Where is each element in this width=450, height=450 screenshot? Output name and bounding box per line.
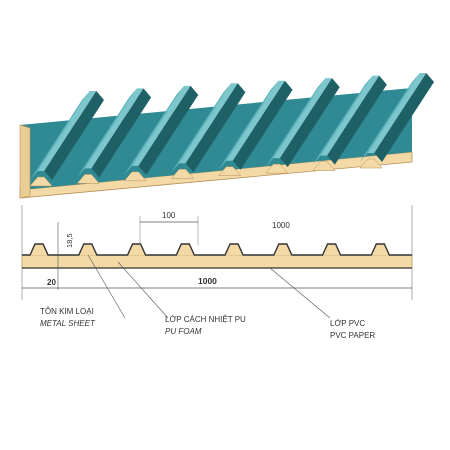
- legend-labels: TÔN KIM LOẠI METAL SHEET LỚP CÁCH NHIỆT …: [40, 307, 375, 340]
- rib-3d-right-face: [280, 78, 340, 168]
- rib-3d-left-face: [171, 83, 232, 173]
- rib-3d-foam-profile: [218, 166, 242, 176]
- rib-3d-right-face: [232, 80, 293, 170]
- leader-pvc: [269, 267, 331, 319]
- rib-3d-top-face: [320, 75, 380, 156]
- section-foam: [21, 254, 413, 269]
- rib-3d-top-face: [37, 91, 97, 171]
- panel-ribs-group: [29, 73, 434, 187]
- rib-3d-top-face: [273, 78, 333, 159]
- rib-3d-foam-profile: [312, 161, 336, 171]
- rib-3d-right-face: [374, 73, 434, 162]
- label-pvc-vi: LỚP PVC: [330, 319, 365, 328]
- rib-3d-left-face: [312, 75, 373, 165]
- section-steel-profile: [22, 243, 412, 256]
- rib-3d-top-face: [131, 85, 191, 166]
- rib-3d-foam-profile: [29, 176, 53, 187]
- rib-3d-left-face: [77, 88, 137, 178]
- dim-100-label: 100: [162, 211, 176, 220]
- leader-pu-foam: [117, 261, 169, 319]
- rib-3d-left-face: [360, 73, 420, 162]
- dim-1000-bottom-label: 1000: [198, 276, 217, 286]
- label-metal-sheet-en: METAL SHEET: [40, 319, 96, 328]
- label-pu-foam-en: PU FOAM: [165, 327, 202, 336]
- panel-3d-view: [19, 73, 434, 199]
- rib-3d-top-face: [179, 83, 238, 164]
- leader-metal-sheet: [87, 254, 126, 319]
- rib-3d-top-face: [367, 73, 427, 153]
- rib-3d-foam-profile: [359, 158, 383, 169]
- section-ribs-group: [30, 244, 390, 255]
- rib-3d-left-face: [265, 78, 326, 168]
- dim-foam-label: 20: [47, 278, 56, 287]
- label-metal-sheet-vi: TÔN KIM LOẠI: [40, 307, 94, 316]
- rib-3d-foam-profile: [76, 174, 100, 184]
- rib-3d-top-face: [84, 88, 144, 169]
- rib-3d-foam-profile: [123, 171, 147, 182]
- rib-3d-right-face: [138, 85, 199, 175]
- dim-1000-top-label: 1000: [272, 221, 290, 230]
- rib-3d-right-face: [91, 88, 152, 178]
- dim-rib-height-label: 18,5: [65, 233, 74, 248]
- label-pu-foam-vi: LỚP CÁCH NHIỆT PU: [165, 315, 246, 324]
- label-pvc-en: PVC PAPER: [330, 331, 375, 340]
- rib-3d-top-face: [226, 80, 285, 161]
- rib-3d-foam-profile: [170, 169, 194, 179]
- rib-3d-right-face: [185, 83, 246, 173]
- panel-front-edge: [19, 124, 31, 199]
- rib-3d-left-face: [218, 80, 279, 170]
- rib-3d-left-face: [124, 85, 184, 175]
- rib-3d-left-face: [30, 91, 90, 180]
- rib-3d-right-face: [44, 91, 104, 180]
- rib-3d-foam-profile: [265, 163, 289, 174]
- rib-3d-right-face: [327, 75, 387, 165]
- cross-section: 100 1000 18,5 20 1000: [21, 205, 413, 319]
